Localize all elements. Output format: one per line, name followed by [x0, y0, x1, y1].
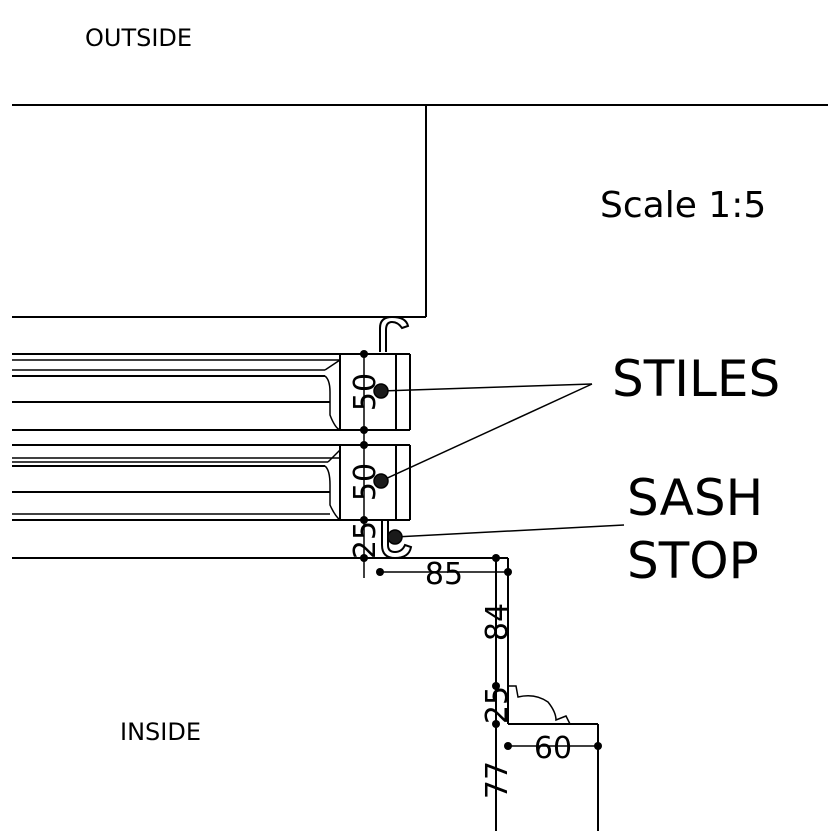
sash-stop-label-line2: STOP	[627, 532, 759, 590]
dim-moulding-width: 60	[534, 731, 572, 766]
stile-upper-marker	[373, 383, 389, 399]
sash-stop-marker	[387, 529, 403, 545]
dimension-lines	[363, 354, 598, 831]
outside-label: OUTSIDE	[85, 24, 192, 52]
sash-stop-label-line1: SASH	[627, 469, 763, 527]
frame-head	[12, 104, 828, 318]
upper-stile	[12, 353, 411, 431]
dim-riser-height: 84	[480, 603, 515, 641]
parting-bead	[379, 315, 410, 352]
dimension-dots	[360, 350, 602, 750]
leader-lines	[380, 383, 625, 538]
inside-label: INSIDE	[120, 718, 201, 746]
sash-stop	[381, 520, 413, 560]
dim-stop-height: 25	[348, 521, 383, 559]
stiles-label: STILES	[612, 350, 780, 408]
dim-lower-height: 77	[480, 761, 515, 799]
scale-label: Scale 1:5	[600, 185, 766, 226]
dim-moulding-height: 25	[480, 686, 515, 724]
lower-stile	[12, 444, 411, 521]
dim-sill-width: 85	[425, 557, 463, 592]
stile-lower-marker	[373, 473, 389, 489]
